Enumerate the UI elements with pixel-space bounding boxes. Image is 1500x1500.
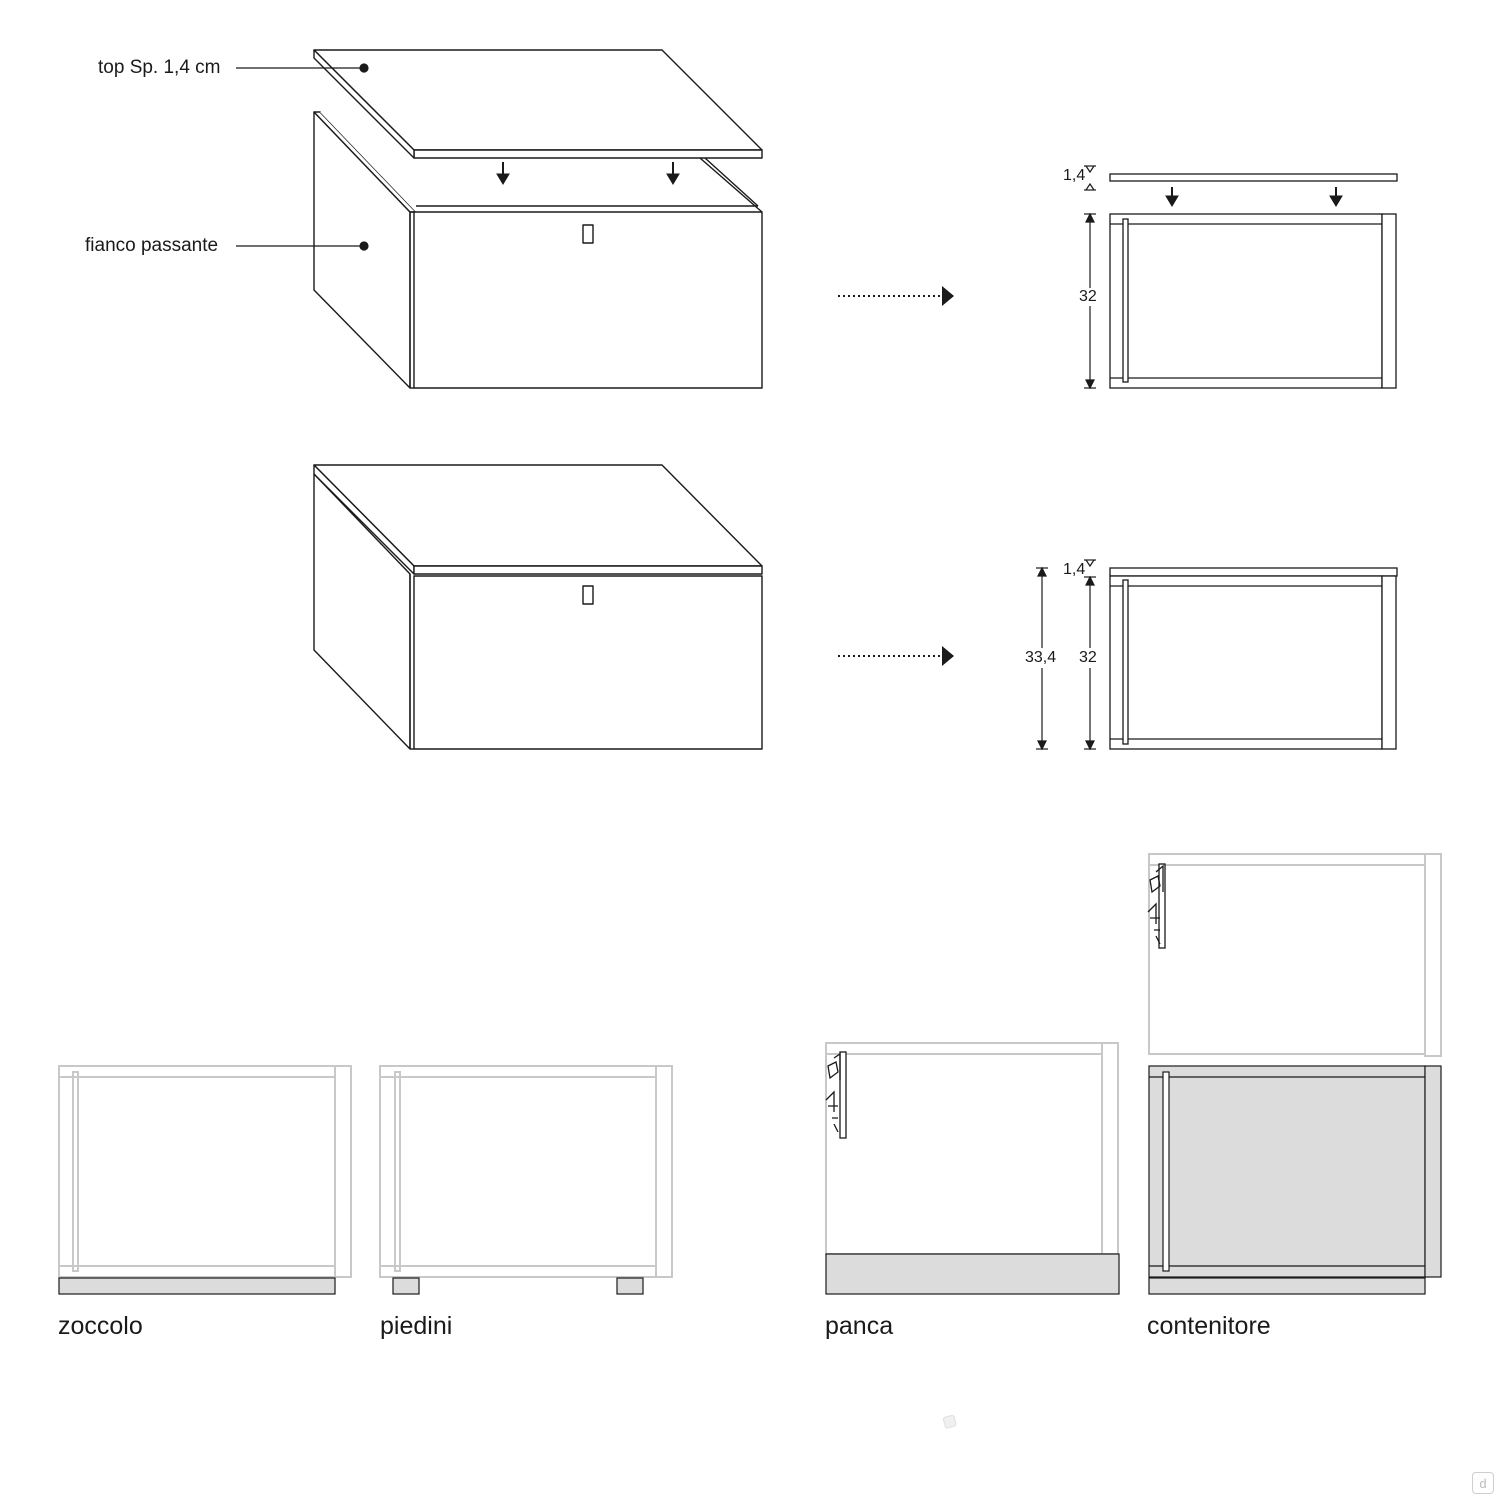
dimension-lines-lower	[1036, 559, 1096, 751]
dim-height-upper: 32	[1079, 288, 1097, 305]
contenitore-hinge	[1147, 863, 1166, 949]
assembled-cabinet	[313, 464, 763, 750]
section-view-assembled	[1109, 567, 1398, 750]
base-contenitore-upper	[1148, 853, 1442, 1057]
piedino-left	[392, 1277, 420, 1295]
dim-height-total-lower: 33,4	[1025, 649, 1057, 666]
contenitore-storage-unit	[1148, 1065, 1442, 1295]
dimension-lines-upper	[1084, 165, 1096, 390]
piedino-right	[616, 1277, 644, 1295]
faint-mark	[942, 1414, 957, 1429]
dotted-arrows	[838, 286, 954, 666]
exploded-cabinet	[313, 49, 763, 389]
top-callout-label: top Sp. 1,4 cm	[98, 57, 221, 78]
base-piedini	[379, 1065, 673, 1278]
assembled-drawer-front	[413, 575, 763, 750]
section-top-panel	[1109, 173, 1398, 182]
section-view-exploded	[1109, 173, 1398, 389]
panca-hinge	[825, 1051, 847, 1139]
caption-zoccolo: zoccolo	[58, 1312, 143, 1340]
base-panca	[825, 1042, 1119, 1255]
caption-piedini: piedini	[380, 1312, 453, 1340]
caption-panca: panca	[825, 1312, 894, 1340]
side-callout-label: fianco passante	[85, 235, 219, 256]
base-zoccolo	[58, 1065, 352, 1278]
caption-contenitore: contenitore	[1147, 1312, 1271, 1340]
panca-bench	[825, 1253, 1120, 1295]
handle	[582, 224, 594, 244]
dim-top-thickness-upper: 1,4	[1063, 167, 1086, 184]
dim-height-lower: 32	[1079, 649, 1097, 666]
callout-leaders	[236, 63, 369, 251]
zoccolo-plinth	[58, 1277, 336, 1295]
brand-watermark-icon: d	[1472, 1472, 1494, 1494]
assembled-handle	[582, 585, 594, 605]
dim-top-thickness-lower: 1,4	[1063, 561, 1086, 578]
down-arrows	[496, 162, 680, 185]
top-panel-front	[413, 149, 763, 159]
